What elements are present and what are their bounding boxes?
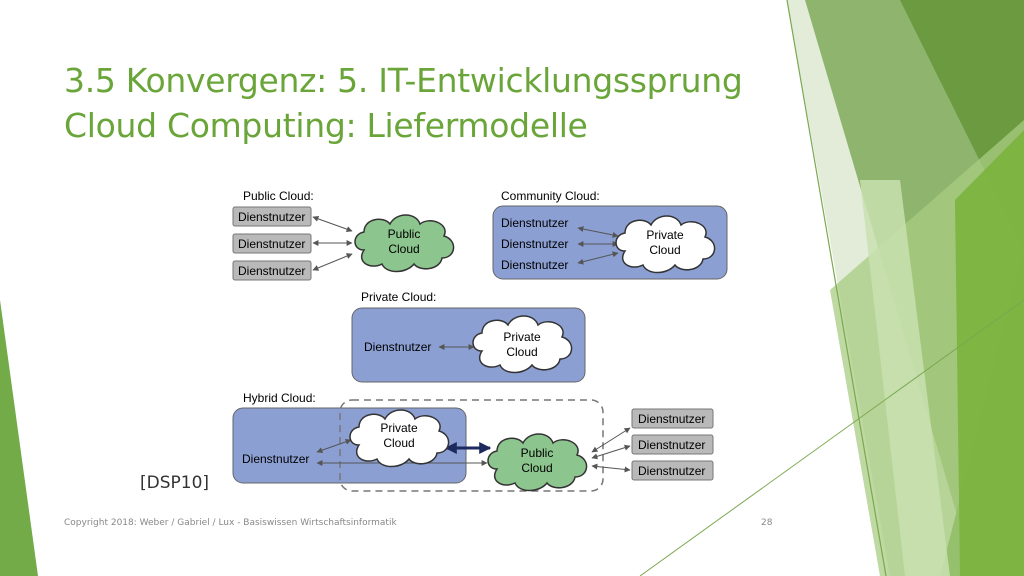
community-cloud-shape: Private Cloud [615,215,716,274]
community-cloud-label-2: Cloud [649,243,680,257]
community-user-3: Dienstnutzer [501,258,568,272]
public-user-3-label: Dienstnutzer [238,264,305,278]
deco-shape-stripe [860,180,950,576]
public-cloud-shape: Public Cloud [354,214,455,273]
title-line-2: Cloud Computing: Liefermodelle [64,106,588,145]
private-cloud-label-1: Private [503,330,541,344]
community-cloud-heading: Community Cloud: [501,189,600,203]
community-arrow-1 [577,226,619,238]
hybrid-arrow-private [316,438,352,454]
deco-line-2 [639,299,1024,576]
slide-title: 3.5 Konvergenz: 5. IT-Entwicklungssprung… [64,58,794,148]
community-user-1: Dienstnutzer [501,216,568,230]
private-cloud-shape: Private Cloud [472,315,573,374]
page-number: 28 [761,518,773,528]
community-user-2: Dienstnutzer [501,237,568,251]
public-cloud-label-2: Cloud [388,242,419,256]
hybrid-cloud-heading: Hybrid Cloud: [243,391,316,405]
hybrid-user-box-2: Dienstnutzer [631,434,714,455]
private-cloud-heading: Private Cloud: [361,290,436,304]
public-cloud-heading: Public Cloud: [243,189,314,203]
hybrid-public-cloud-shape: Public Cloud [487,433,588,492]
hybrid-user-box-3-label: Dienstnutzer [638,464,705,478]
footer-copyright: Copyright 2018: Weber / Gabriel / Lux - … [64,518,397,528]
public-cloud-label-1: Public [388,227,421,241]
source-citation: [DSP10] [140,473,210,493]
hybrid-arrow-user-1 [591,427,631,453]
public-user-2: Dienstnutzer [232,233,312,254]
community-arrow-3 [577,251,619,265]
title-line-1: 3.5 Konvergenz: 5. IT-Entwicklungssprung [64,61,743,100]
hybrid-user-box-2-label: Dienstnutzer [638,438,705,452]
hybrid-arrow-user-2 [591,444,631,460]
public-user-1-label: Dienstnutzer [238,210,305,224]
hybrid-user-box-1: Dienstnutzer [631,408,714,429]
deco-shape-left [0,300,38,576]
private-cloud-label-2: Cloud [506,345,537,359]
hybrid-user: Dienstnutzer [242,452,309,466]
hybrid-user-box-3: Dienstnutzer [631,460,714,481]
public-arrow-3 [312,253,353,271]
hybrid-private-cloud-label-2: Cloud [383,436,414,450]
hybrid-arrow-user-3 [591,463,631,473]
private-user: Dienstnutzer [364,340,431,354]
deco-shape-accent [955,130,1024,576]
hybrid-private-cloud-label-1: Private [380,421,418,435]
public-user-2-label: Dienstnutzer [238,237,305,251]
hybrid-public-cloud-label-2: Cloud [521,461,552,475]
hybrid-private-cloud-shape: Private Cloud [349,409,450,468]
hybrid-public-cloud-label-1: Public [521,446,554,460]
public-arrow-1 [312,216,353,232]
public-user-1: Dienstnutzer [232,206,312,227]
public-user-3: Dienstnutzer [232,260,312,281]
hybrid-user-box-1-label: Dienstnutzer [638,412,705,426]
community-cloud-label-1: Private [646,228,684,242]
deco-line-1 [786,0,887,576]
